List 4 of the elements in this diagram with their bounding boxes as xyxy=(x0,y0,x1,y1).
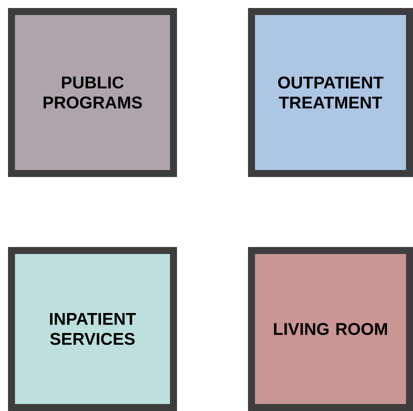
program-box: LIVING ROOM xyxy=(248,247,413,411)
program-box: PUBLIC PROGRAMS xyxy=(8,8,177,177)
program-box: OUTPATIENT TREATMENT xyxy=(248,8,413,177)
program-box: INPATIENT SERVICES xyxy=(8,247,177,411)
